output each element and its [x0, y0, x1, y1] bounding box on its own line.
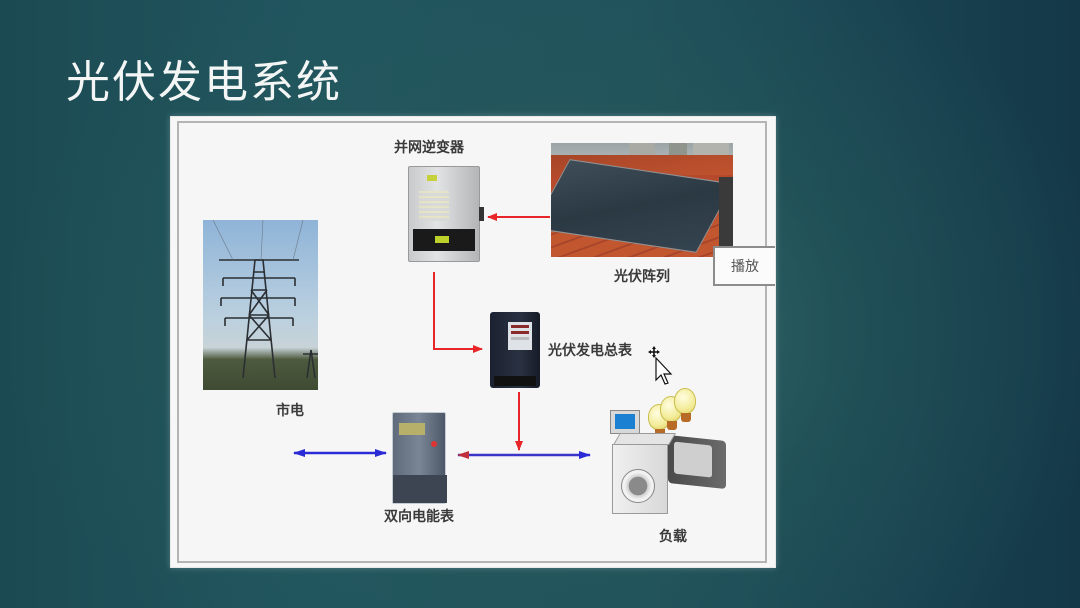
pv-array-label: 光伏阵列: [614, 269, 670, 285]
bidirectional-meter-icon: [392, 412, 447, 504]
bidirectional-meter-label: 双向电能表: [384, 509, 454, 525]
inverter-indicator: [427, 175, 437, 181]
computer-icon: [610, 410, 640, 434]
inverter-display-panel: [413, 229, 475, 251]
pylon-icon: [212, 220, 318, 379]
washing-machine-icon: [612, 433, 676, 514]
grid-label: 市电: [276, 403, 304, 419]
inverter-sticker: [419, 191, 449, 221]
slide-title: 光伏发电系统: [66, 57, 342, 108]
play-button[interactable]: 播放: [713, 246, 775, 286]
load-label: 负载: [659, 529, 687, 545]
television-icon: [668, 434, 726, 490]
household-appliances-icon: [596, 380, 736, 520]
electric-meter-icon: [490, 312, 540, 388]
inverter-icon: [408, 166, 484, 262]
light-bulb-icon: [674, 388, 696, 422]
power-pylon-photo: [203, 220, 318, 390]
pv-meter-label: 光伏发电总表: [548, 343, 632, 359]
inverter-port: [479, 207, 484, 221]
inverter-label: 并网逆变器: [394, 140, 464, 156]
solar-panel-photo: [551, 143, 733, 257]
mouse-cursor-icon: [648, 346, 673, 385]
